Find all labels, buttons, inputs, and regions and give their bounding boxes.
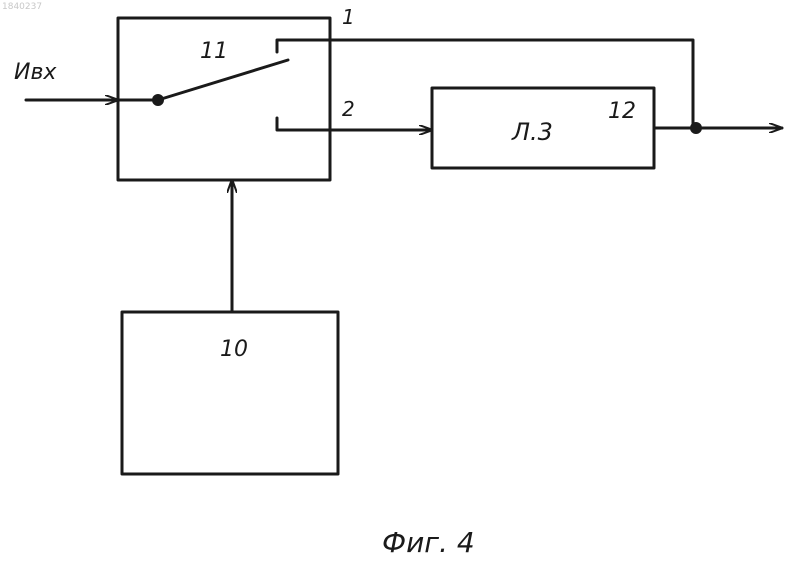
output-2-label: 2 xyxy=(342,97,355,121)
figure-caption: Фиг. 4 xyxy=(382,526,475,559)
output-junction-dot xyxy=(690,122,702,134)
switch-lever xyxy=(158,60,288,100)
control-block-number: 10 xyxy=(220,337,248,362)
input-label: Ивх xyxy=(14,60,57,85)
watermark-text: 1840237 xyxy=(2,2,42,12)
delay-line-number: 12 xyxy=(608,99,636,124)
output-1-label: 1 xyxy=(342,5,355,29)
delay-line-label: Л.3 xyxy=(511,118,553,146)
switch-number: 11 xyxy=(200,39,228,64)
